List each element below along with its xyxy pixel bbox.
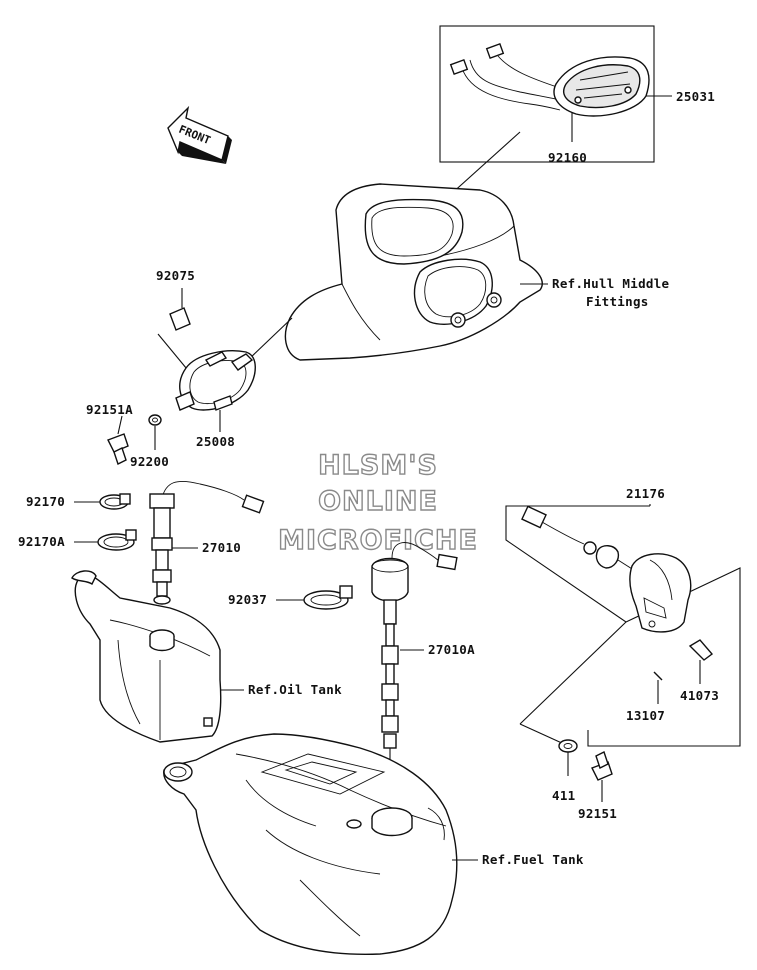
fuel-sensor-group [276, 542, 458, 804]
watermark-line-2: ONLINE [318, 486, 438, 517]
meter-assembly [419, 25, 672, 223]
label-27010: 27010 [202, 540, 241, 555]
label-92200: 92200 [130, 454, 169, 469]
oil-tank [71, 570, 244, 743]
label-92151A: 92151A [86, 402, 133, 417]
fuel-tank [163, 733, 478, 955]
front-arrow-icon: FRONT [167, 105, 232, 164]
hull-middle-fitting [284, 183, 548, 361]
label-92151: 92151 [578, 806, 617, 821]
meter-box-frame [439, 25, 655, 163]
sensor-bracket-group [107, 288, 293, 465]
label-25008: 25008 [196, 434, 235, 449]
label-27010A: 27010A [428, 642, 475, 657]
label-ref-oil-tank: Ref.Oil Tank [248, 682, 342, 697]
part-labels: 25031 92160 Ref.Hull Middle Fittings 920… [18, 89, 719, 867]
watermark-line-3: MICROFICHE [278, 525, 478, 556]
watermark: HLSM'S ONLINE MICROFICHE [277, 449, 478, 556]
label-25031: 25031 [676, 89, 715, 104]
label-41073: 41073 [680, 688, 719, 703]
label-92075: 92075 [156, 268, 195, 283]
level-sensor-group [505, 504, 741, 802]
label-ref-fuel-tank: Ref.Fuel Tank [482, 852, 584, 867]
watermark-line-1: HLSM'S [318, 450, 438, 481]
label-92170A: 92170A [18, 534, 65, 549]
oil-sensor-group [74, 480, 265, 605]
label-92160: 92160 [548, 150, 587, 165]
label-21176: 21176 [626, 486, 665, 501]
label-13107: 13107 [626, 708, 665, 723]
label-ref-hull-2: Fittings [586, 294, 649, 309]
label-92170: 92170 [26, 494, 65, 509]
label-411: 411 [552, 788, 575, 803]
label-ref-hull-1: Ref.Hull Middle [552, 276, 670, 291]
label-92037: 92037 [228, 592, 267, 607]
